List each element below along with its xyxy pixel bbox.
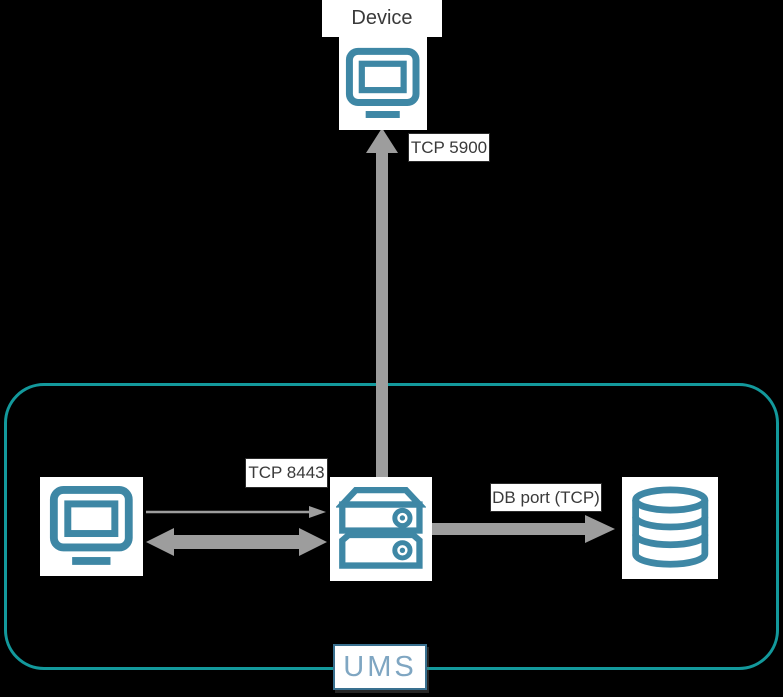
device-node [339, 37, 427, 130]
console-node [40, 477, 143, 576]
database-icon [631, 486, 709, 568]
device-node-label: Device [322, 0, 442, 37]
port-label-tcp-5900: TCP 5900 [408, 133, 490, 162]
monitor-icon [50, 485, 133, 565]
server-icon [336, 487, 426, 569]
arrow-console-server-bidirectional [146, 528, 327, 556]
arrow-console-to-server-thin [146, 506, 326, 518]
server-node [330, 477, 432, 581]
monitor-icon [346, 47, 420, 118]
port-label-db-port: DB port (TCP) [490, 483, 602, 512]
port-label-tcp-8443: TCP 8443 [245, 458, 328, 488]
database-node [622, 477, 718, 579]
arrow-server-to-device [366, 128, 398, 478]
arrow-server-to-database [432, 515, 615, 543]
ums-group-label: UMS [333, 644, 427, 690]
